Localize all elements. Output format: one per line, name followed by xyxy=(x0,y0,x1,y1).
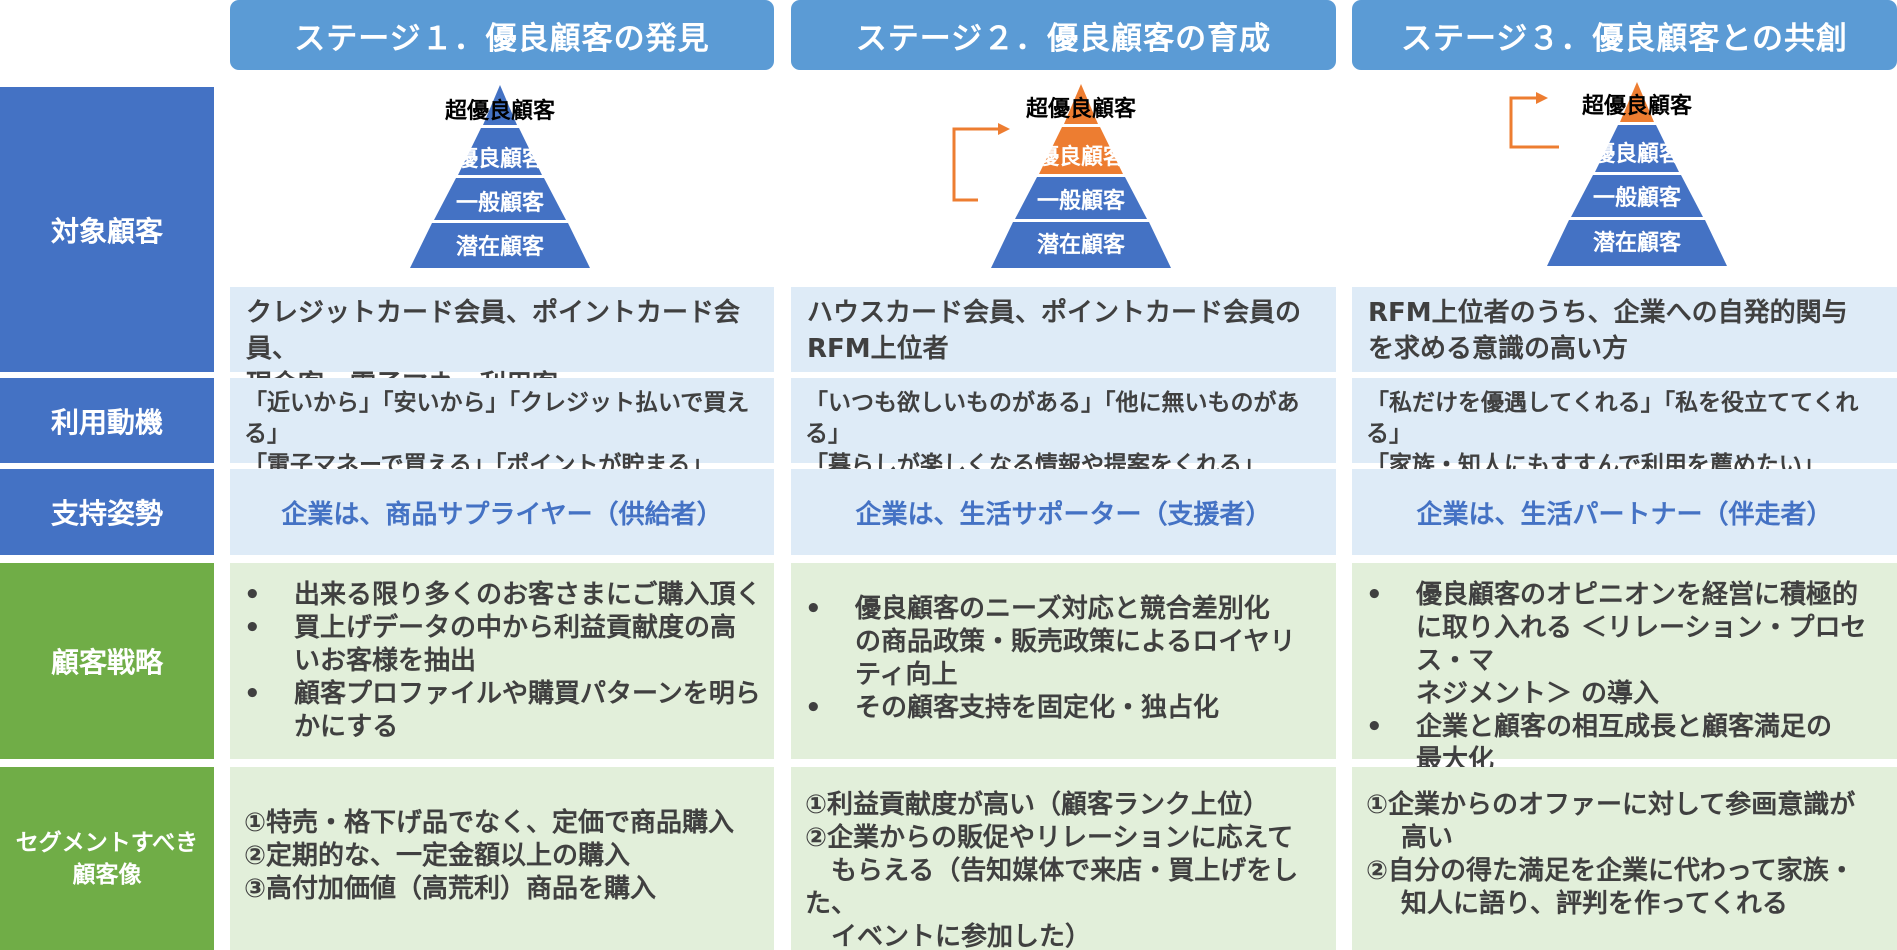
stage1-stance-text: 企業は、商品サプライヤー（供給者） xyxy=(281,499,723,530)
pyramid-level-4 xyxy=(1547,220,1727,266)
stage3-strategy-cell: 優良顧客のオピニオンを経営に積極的 に取り入れる ＜リレーション・プロセス・マ … xyxy=(1352,563,1897,775)
stage1-strategy-cell: 出来る限り多くのお客さまにご購入頂く 買上げデータの中から利益貢献度の高 いお客… xyxy=(230,563,774,759)
row-label-motive: 利用動機 xyxy=(0,378,214,463)
stage2-header: ステージ２．優良顧客の育成 xyxy=(791,0,1336,70)
stage2-segment-cell: ①利益貢献度が高い（顧客ランク上位） ②企業からの販促やリレーションに応えて も… xyxy=(791,767,1336,950)
pyramid-label-potential: 潜在顧客 xyxy=(1593,230,1682,256)
row-label-stance: 支持姿勢 xyxy=(0,469,214,555)
upgrade-arrow-line xyxy=(1509,96,1559,149)
pyramid-label-super: 超優良顧客 xyxy=(445,98,556,124)
stage2-motive-text: 「いつも欲しいものがある」「他に無いものがある」 「暮らしが楽しくなる情報や提案… xyxy=(805,390,1300,478)
pyramid-level-4 xyxy=(991,222,1171,268)
pyramid-level-2-highlight xyxy=(1039,127,1123,174)
pyramid-label-general: 一般顧客 xyxy=(456,190,545,216)
pyramid-label-super: 超優良顧客 xyxy=(1026,96,1137,122)
stage3-motive-cell: 「私だけを優遇してくれる」「私を役立ててくれる」 「家族・知人にもすすんで利用を… xyxy=(1352,378,1897,478)
pyramid-label-general: 一般顧客 xyxy=(1593,185,1682,211)
stage1-motive-cell: 「近いから」「安いから」「クレジット払いで買える」 「電子マネーで買える」「ポイ… xyxy=(230,378,774,478)
stage2-strategy-list: 優良顧客のニーズ対応と競合差別化 の商品政策・販売政策によるロイヤリ ティ向上 … xyxy=(805,593,1328,725)
stage3-header: ステージ３．優良顧客との共創 xyxy=(1352,0,1897,70)
row-label-strategy: 顧客戦略 xyxy=(0,563,214,759)
pyramid-label-general: 一般顧客 xyxy=(1037,188,1126,214)
pyramid-label-good: 優良顧客 xyxy=(455,146,545,172)
pyramid-level-3 xyxy=(1015,177,1147,219)
upgrade-arrow-line xyxy=(952,127,1001,202)
stage3-segment-text: ①企業からのオファーに対して参画意識が 高い ②自分の得た満足を企業に代わって家… xyxy=(1366,790,1856,919)
pyramid-label-potential: 潜在顧客 xyxy=(456,234,545,260)
stage1-header: ステージ１．優良顧客の発見 xyxy=(230,0,774,70)
stage2-stance-text: 企業は、生活サポーター（支援者） xyxy=(855,499,1272,530)
stage2-segment-text: ①利益貢献度が高い（顧客ランク上位） ②企業からの販促やリレーションに応えて も… xyxy=(805,790,1299,950)
strategy-item: 出来る限り多くのお客さまにご購入頂く xyxy=(244,579,766,612)
stage1-motive-text: 「近いから」「安いから」「クレジット払いで買える」 「電子マネーで買える」「ポイ… xyxy=(244,390,750,478)
stage2-strategy-cell: 優良顧客のニーズ対応と競合差別化 の商品政策・販売政策によるロイヤリ ティ向上 … xyxy=(791,563,1336,759)
strategy-item: 優良顧客のオピニオンを経営に積極的 に取り入れる ＜リレーション・プロセス・マ … xyxy=(1366,579,1889,711)
pyramid-level-3 xyxy=(434,178,566,220)
stage2-customers-text: ハウスカード会員、ポイントカード会員の RFM上位者 xyxy=(807,298,1302,364)
stage3-segment-cell: ①企業からのオファーに対して参画意識が 高い ②自分の得た満足を企業に代わって家… xyxy=(1352,767,1897,950)
stage1-pyramid: 超優良顧客 優良顧客 一般顧客 潜在顧客 xyxy=(410,85,590,268)
stage1-stance-cell: 企業は、商品サプライヤー（供給者） xyxy=(230,469,774,555)
stage1-customers-cell: クレジットカード会員、ポイントカード会員、 現金客、電子マネー利用客 xyxy=(230,287,774,400)
pyramid-label-good: 優良顧客 xyxy=(1592,141,1682,167)
pyramid-label-good: 優良顧客 xyxy=(1036,144,1126,170)
upgrade-arrow-head xyxy=(1536,92,1548,104)
stage3-customers-cell: RFM上位者のうち、企業への自発的関与 を求める意識の高い方 xyxy=(1352,287,1897,372)
strategy-item: その顧客支持を固定化・独占化 xyxy=(805,692,1328,725)
stage3-stance-cell: 企業は、生活パートナー（伴走者） xyxy=(1352,469,1897,555)
pyramid-label-super: 超優良顧客 xyxy=(1582,93,1693,119)
stage3-motive-text: 「私だけを優遇してくれる」「私を役立ててくれる」 「家族・知人にもすすんで利用を… xyxy=(1366,390,1859,478)
stage3-customers-text: RFM上位者のうち、企業への自発的関与 を求める意識の高い方 xyxy=(1368,298,1848,364)
stage2-pyramid: 超優良顧客 優良顧客 一般顧客 潜在顧客 xyxy=(952,84,1171,268)
pyramid-level-2 xyxy=(458,128,542,175)
pyramid-level-3 xyxy=(1571,175,1703,217)
pyramid-apex xyxy=(1064,84,1098,124)
upgrade-arrow-head xyxy=(998,123,1010,135)
pyramid-level-4 xyxy=(410,223,590,268)
stage2-stance-cell: 企業は、生活サポーター（支援者） xyxy=(791,469,1336,555)
stage3-stance-text: 企業は、生活パートナー（伴走者） xyxy=(1416,499,1833,530)
strategy-item: 買上げデータの中から利益貢献度の高 いお客様を抽出 xyxy=(244,612,766,678)
pyramid-apex-highlight xyxy=(1620,82,1654,122)
stage3-pyramid: 超優良顧客 優良顧客 一般顧客 潜在顧客 xyxy=(1509,82,1727,266)
row-label-target: 対象顧客 xyxy=(0,87,214,372)
row-label-segment: セグメントすべき 顧客像 xyxy=(0,767,214,950)
stage1-strategy-list: 出来る限り多くのお客さまにご購入頂く 買上げデータの中から利益貢献度の高 いお客… xyxy=(244,579,766,744)
pyramid-level-2 xyxy=(1595,125,1679,172)
stage1-segment-cell: ①特売・格下げ品でなく、定価で商品購入 ②定期的な、一定金額以上の購入 ③高付加… xyxy=(230,767,774,950)
pyramid-label-potential: 潜在顧客 xyxy=(1037,232,1126,258)
stage1-segment-text: ①特売・格下げ品でなく、定価で商品購入 ②定期的な、一定金額以上の購入 ③高付加… xyxy=(244,808,735,904)
strategy-item: 優良顧客のニーズ対応と競合差別化 の商品政策・販売政策によるロイヤリ ティ向上 xyxy=(805,593,1328,692)
stage2-motive-cell: 「いつも欲しいものがある」「他に無いものがある」 「暮らしが楽しくなる情報や提案… xyxy=(791,378,1336,478)
stage3-strategy-list: 優良顧客のオピニオンを経営に積極的 に取り入れる ＜リレーション・プロセス・マ … xyxy=(1366,579,1889,777)
pyramid-apex xyxy=(483,85,517,125)
strategy-item: 顧客プロファイルや購買パターンを明ら かにする xyxy=(244,678,766,744)
stage2-customers-cell: ハウスカード会員、ポイントカード会員の RFM上位者 xyxy=(791,287,1336,372)
